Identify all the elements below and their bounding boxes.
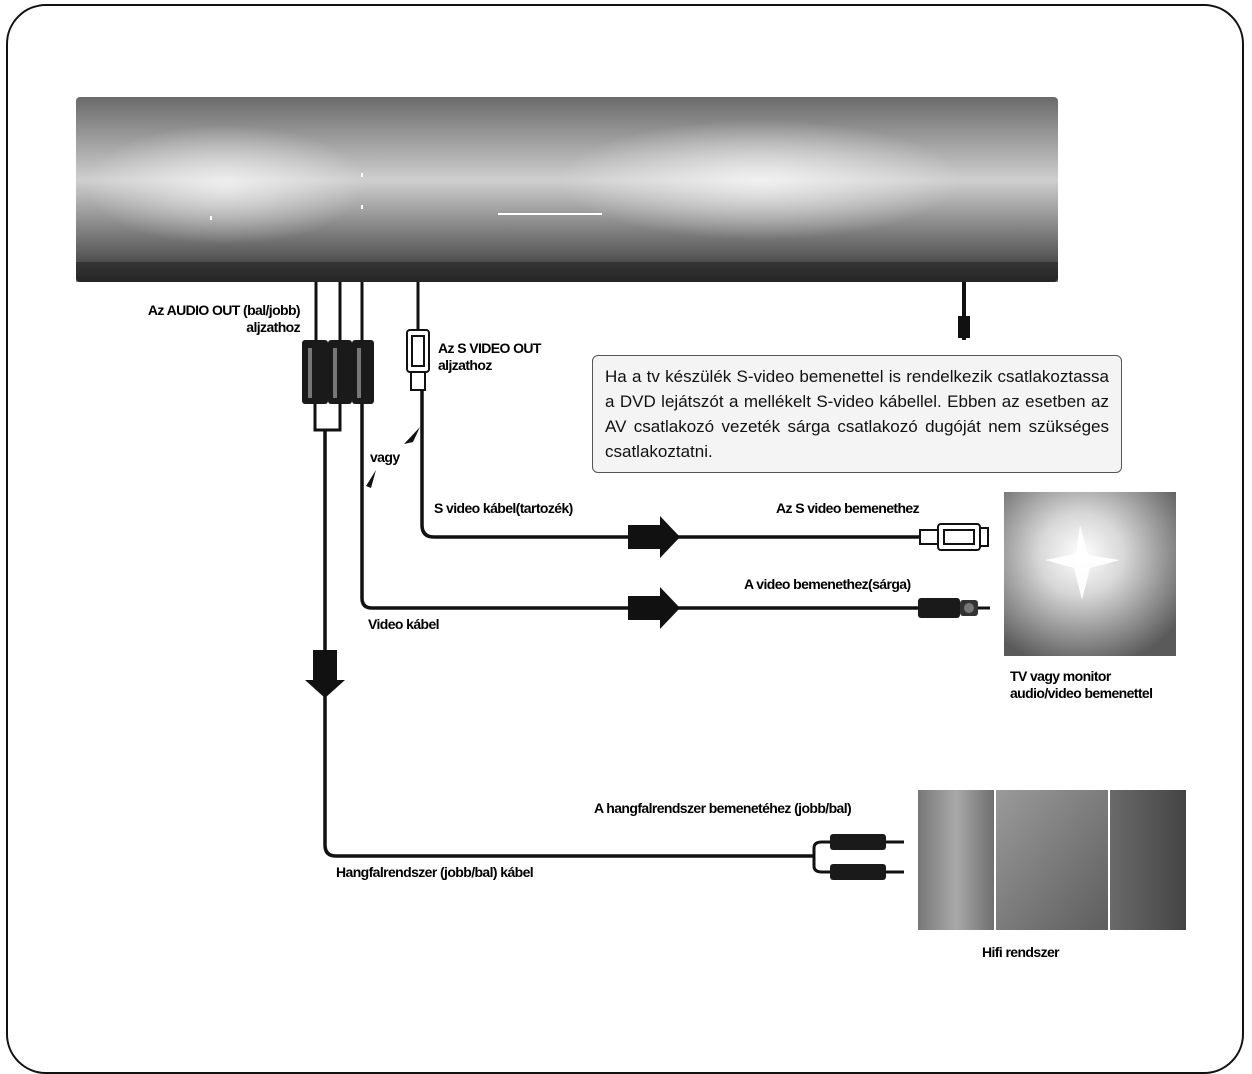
dvd-player [76,97,1058,282]
audio-out-label: Az AUDIO OUT (bal/jobb) aljzathoz [147,302,301,335]
video-in-label: A video bemenethez(sárga) [744,576,911,592]
svideo-in-label: Az S video bemenethez [776,500,920,516]
svideo-cable-label: S video kábel(tartozék) [434,500,573,516]
tv-caption: TV vagy monitor audio/video bemenettel [1010,668,1153,701]
hifi-system [918,790,1186,930]
connection-diagram [76,97,1186,930]
svideo-plug [406,329,430,391]
stereo-in-label: A hangfalrendszer bemenetéhez (jobb/bal) [594,800,852,816]
av-plugs [302,340,374,432]
video-connector-tv [918,598,990,618]
svideo-connector-tv [919,523,989,551]
direction-arrows [305,516,680,698]
stereo-cable-label: Hangfalrendszer (jobb/bal) kábel [336,864,534,880]
svideo-note-box: Ha a tv készülék S-video bemenettel is r… [592,355,1122,473]
hifi-caption: Hifi rendszer [982,944,1060,960]
vagy-label: vagy [370,449,400,465]
power-cord [958,282,970,340]
svideo-out-label: Az S VIDEO OUT aljzathoz [438,340,541,373]
video-cable-label: Video kábel [368,616,440,632]
stereo-plugs [812,834,904,880]
tv-monitor [1004,492,1176,656]
